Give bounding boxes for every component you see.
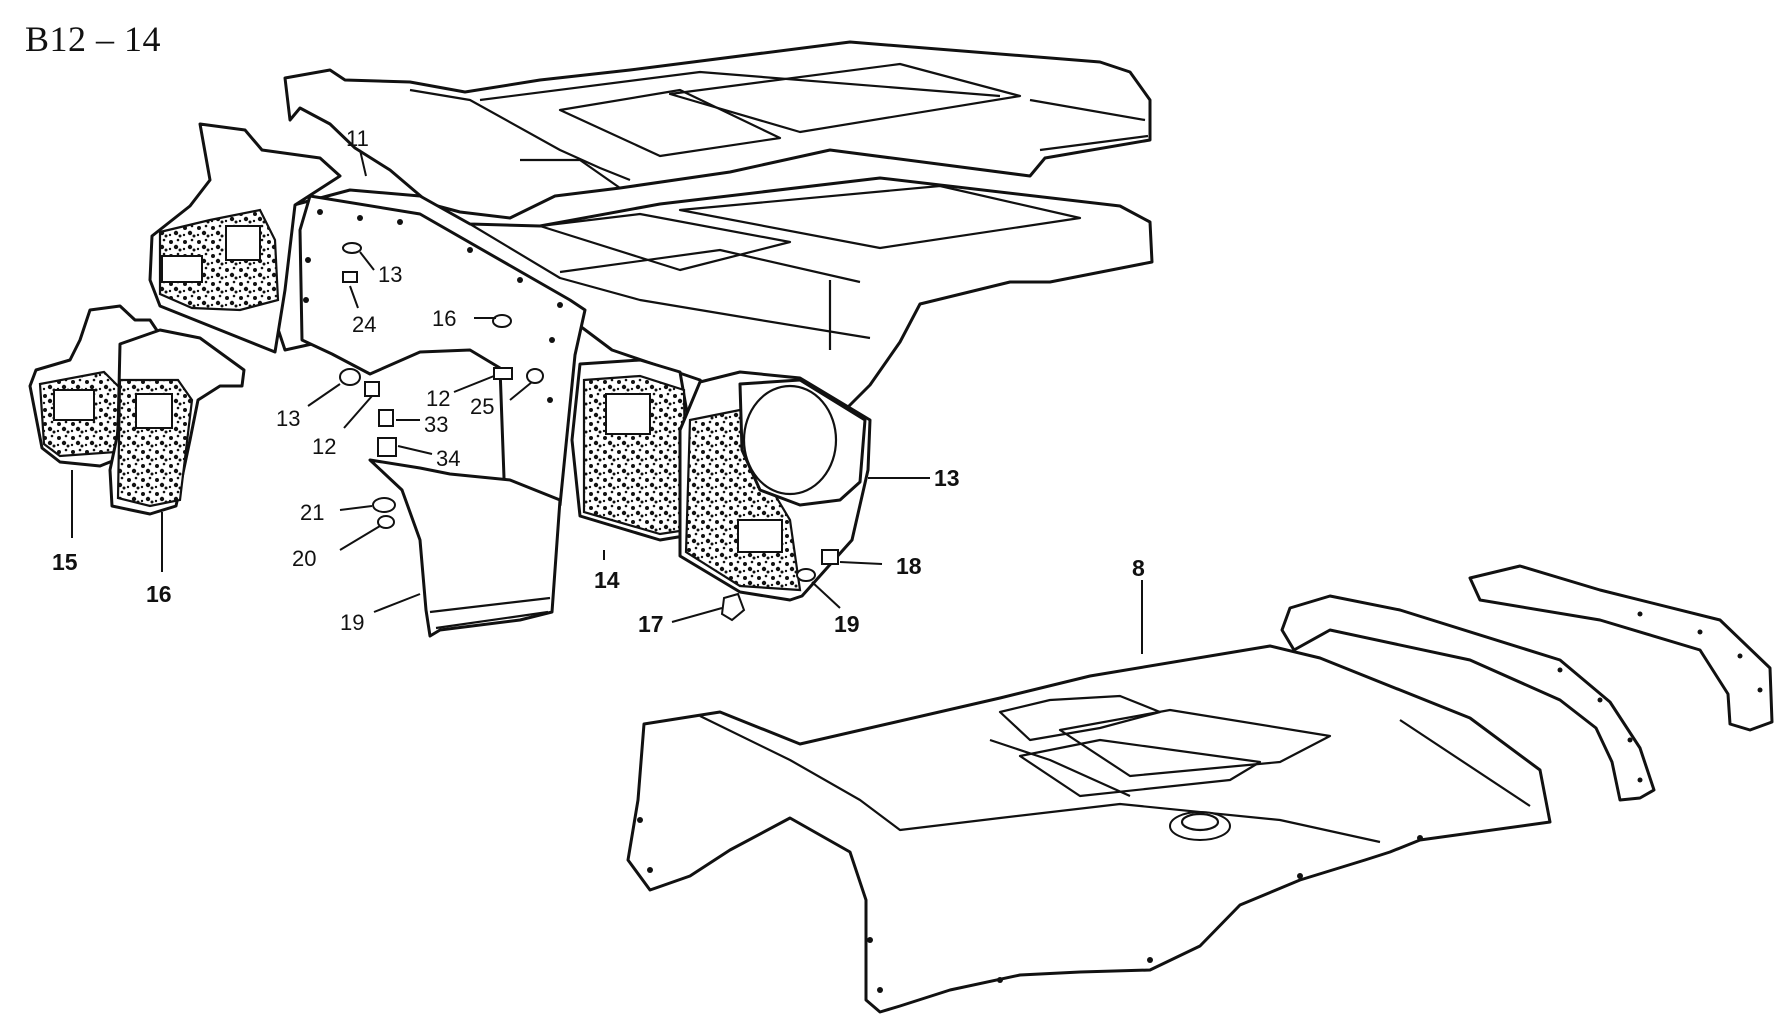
callout-11: 11 xyxy=(346,126,369,151)
callout-19-washer: 19 xyxy=(834,611,860,637)
fasteners xyxy=(339,242,839,622)
callout-12-upper: 12 xyxy=(426,386,450,411)
washer-21 xyxy=(372,497,396,513)
washer-13-lower xyxy=(339,368,361,386)
callout-13-upper: 13 xyxy=(378,262,402,287)
grommet-34 xyxy=(377,437,397,457)
clip-17 xyxy=(720,592,746,622)
callout-21: 21 xyxy=(300,500,324,525)
diagram-title: B12 – 14 xyxy=(25,19,162,59)
side-panel-part-16 xyxy=(108,328,246,516)
callout-25: 25 xyxy=(470,394,494,419)
washer-13-upper xyxy=(342,242,362,254)
nut-20 xyxy=(377,515,395,529)
callout-15: 15 xyxy=(52,549,78,575)
callout-34: 34 xyxy=(436,446,460,471)
callout-24: 24 xyxy=(352,312,376,337)
callout-19-flap: 19 xyxy=(340,610,364,635)
bolt-24 xyxy=(342,271,358,283)
nut-25 xyxy=(526,368,544,384)
callout-16-clip: 16 xyxy=(432,306,456,331)
washer-19 xyxy=(796,568,816,582)
callout-33: 33 xyxy=(424,412,448,437)
bolt-18 xyxy=(821,549,839,565)
callout-8: 8 xyxy=(1132,555,1145,581)
callout-labels: 11 13 24 16 13 12 12 25 33 34 21 20 19 1… xyxy=(52,126,1145,637)
callout-14: 14 xyxy=(594,567,620,593)
callout-13-panel: 13 xyxy=(934,465,960,491)
callout-20: 20 xyxy=(292,546,316,571)
callout-16: 16 xyxy=(146,581,172,607)
callout-18: 18 xyxy=(896,553,922,579)
lower-cover-part-8 xyxy=(626,564,1774,1014)
leader-lines xyxy=(71,149,1143,654)
callout-17: 17 xyxy=(638,611,664,637)
bolt-12-b xyxy=(493,367,513,380)
bolt-12 xyxy=(364,381,380,397)
middle-cover-assembly xyxy=(148,122,1154,638)
spacer-33 xyxy=(378,409,394,427)
upper-cover-part-11 xyxy=(283,40,1152,220)
callout-13-washer: 13 xyxy=(276,406,300,431)
clip-16 xyxy=(492,314,512,328)
callout-12-lower: 12 xyxy=(312,434,336,459)
